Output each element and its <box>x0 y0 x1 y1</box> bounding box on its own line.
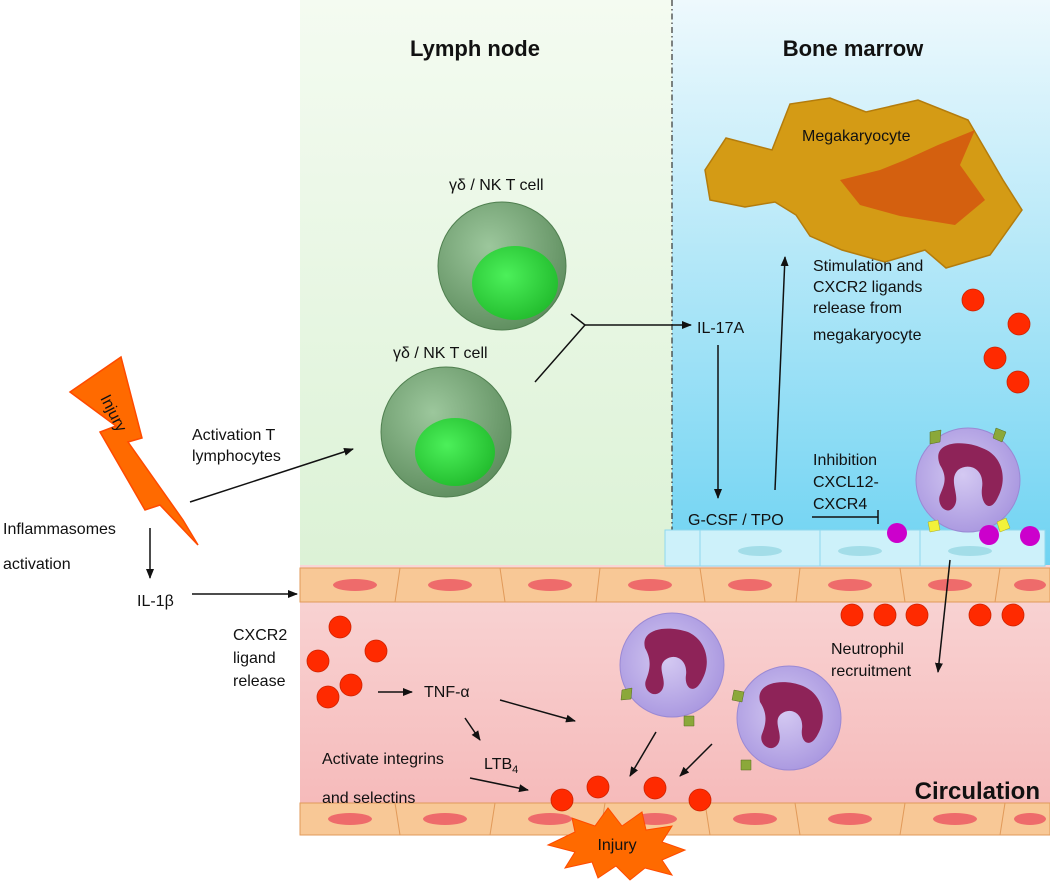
arrows <box>146 256 951 793</box>
ltb-label: LTB4 <box>484 756 518 776</box>
chemokine-dots-marrow <box>961 288 1031 394</box>
chemokine-dots-left <box>306 615 388 709</box>
inhibition-label: Inhibition <box>813 452 877 469</box>
endothelium-bottom <box>299 802 1050 836</box>
marrow-stroma <box>664 529 1046 567</box>
bone-marrow-title: Bone marrow <box>783 36 924 61</box>
recruitment-label: Neutrophil <box>831 641 904 658</box>
megakaryocyte <box>704 97 1023 269</box>
cxcr2-label-2: ligand <box>233 650 276 667</box>
stimulation-label-4: megakaryocyte <box>813 327 922 344</box>
stimulation-label-3: release from <box>813 300 902 317</box>
injury-bolt-icon: Injury <box>68 355 199 546</box>
stimulation-label-2: CXCR2 ligands <box>813 279 922 296</box>
cxcr2-label-3: release <box>233 673 286 690</box>
neutrophil-circulation-1 <box>619 612 725 727</box>
gcsf-label: G-CSF / TPO <box>688 512 784 529</box>
megakaryocyte-label: Megakaryocyte <box>802 128 911 145</box>
il17a-label: IL-17A <box>697 320 744 337</box>
inhibition-label-2: CXCL12- <box>813 474 879 491</box>
injury-burst-label: Injury <box>597 837 636 854</box>
inflammasomes-label: Inflammasomes <box>3 521 116 538</box>
t-cell-top <box>437 201 567 331</box>
lymph-node-title: Lymph node <box>410 36 540 61</box>
endothelium-top <box>299 567 1050 603</box>
inflammasomes-label-2: activation <box>3 556 71 573</box>
t-cell-bottom <box>380 366 512 498</box>
chemokine-dots-vessel <box>550 603 1025 812</box>
cxcr2-label: CXCR2 <box>233 627 287 644</box>
stimulation-label: Stimulation and <box>813 258 923 275</box>
ltb-subscript: 4 <box>512 764 518 776</box>
activation-label: Activation T <box>192 427 276 444</box>
il1b-label: IL-1β <box>137 593 174 610</box>
inhibition-label-3: CXCR4 <box>813 496 867 513</box>
neutrophil-marrow <box>915 427 1021 533</box>
ltb-text: LTB <box>484 756 512 773</box>
cxcr4-dots <box>887 523 1040 546</box>
integrins-label-2: and selectins <box>322 790 415 807</box>
t-cell-top-label: γδ / NK T cell <box>449 177 544 194</box>
injury-burst-icon: Injury <box>546 807 687 881</box>
t-cell-bottom-label: γδ / NK T cell <box>393 345 488 362</box>
integrins-label: Activate integrins <box>322 751 444 768</box>
tnf-label: TNF-α <box>424 684 470 701</box>
circulation-title: Circulation <box>915 778 1040 805</box>
neutrophil-circulation-2 <box>731 665 842 771</box>
activation-label-2: lymphocytes <box>192 448 281 465</box>
recruitment-label-2: recruitment <box>831 663 912 680</box>
